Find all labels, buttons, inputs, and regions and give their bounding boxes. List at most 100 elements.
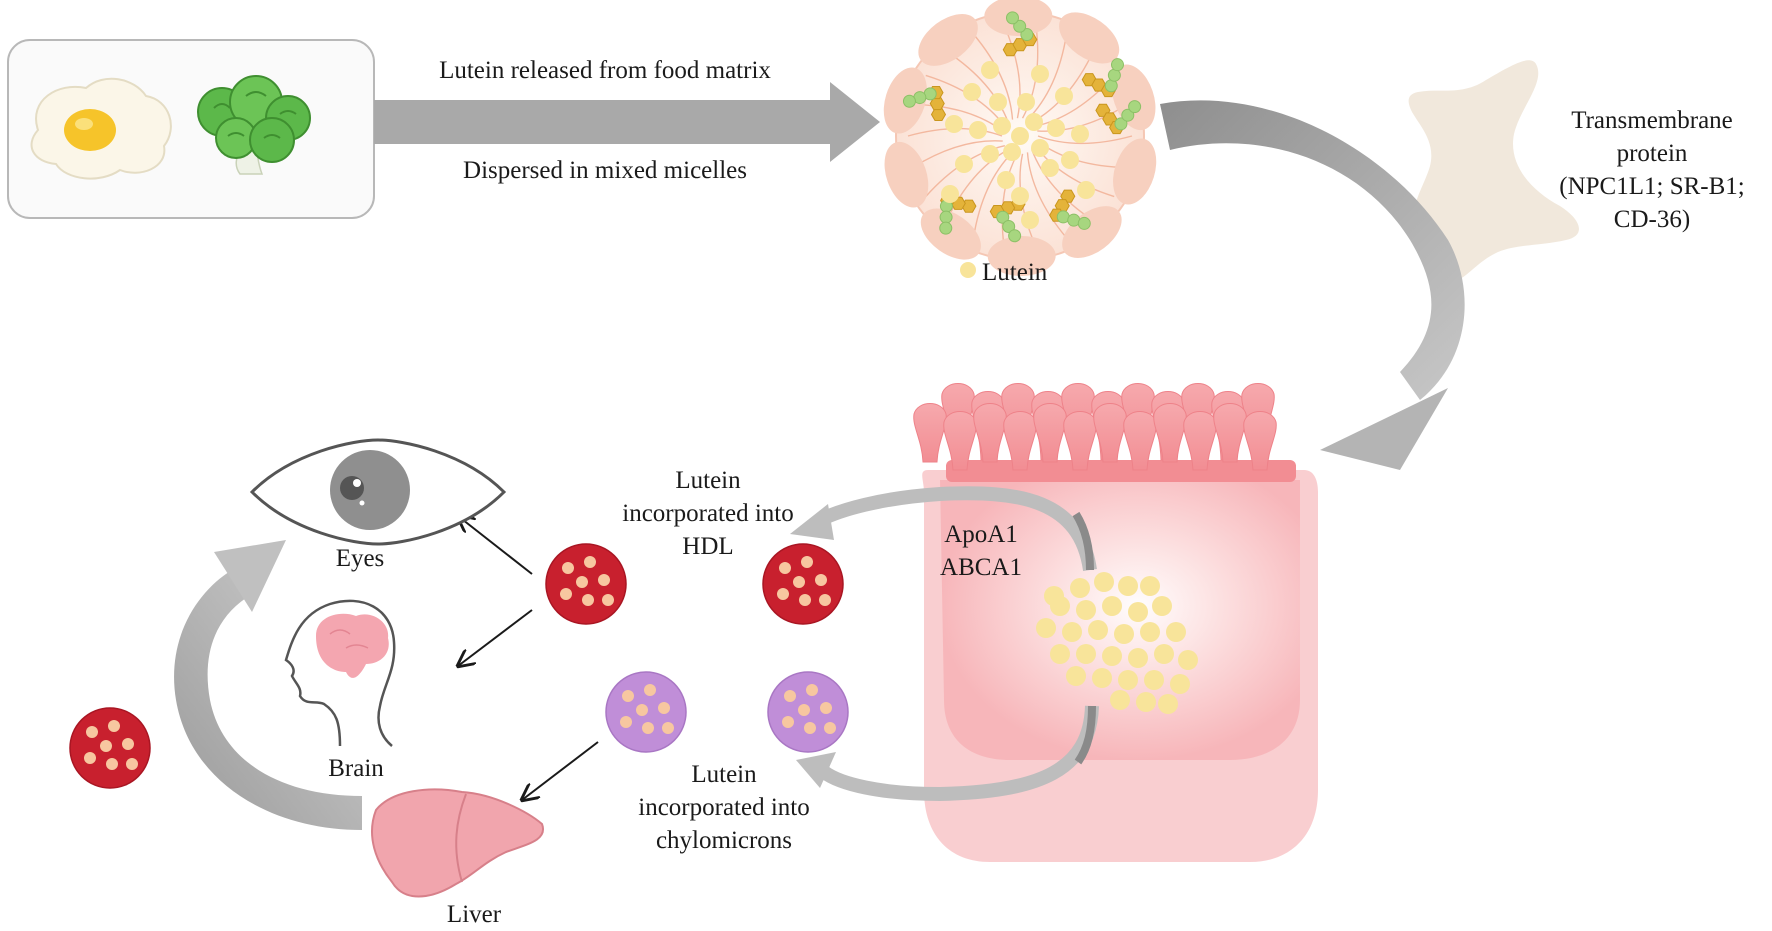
lipoprotein-lutein-dot — [584, 556, 596, 568]
cholesterol-hexagon — [930, 107, 947, 122]
microvillus — [1153, 403, 1187, 463]
micelle-lutein-dot — [1017, 93, 1035, 111]
lipoprotein-lutein-dot — [602, 594, 614, 606]
hdl-particle-cell — [762, 543, 844, 625]
transmembrane-line-3: (NPC1L1; SR-B1; — [1559, 173, 1745, 200]
micelle-lutein-dot — [945, 115, 963, 133]
fatty-acid-dot — [1005, 11, 1019, 25]
cell-lutein-dot — [1044, 586, 1064, 606]
cell-lutein-dot — [1144, 670, 1164, 690]
micelle-lutein-dot — [1021, 211, 1039, 229]
cell-lutein-dot — [1166, 622, 1186, 642]
cell-lutein-dot — [1158, 694, 1178, 714]
chylomicron-to-liver-arrow — [522, 741, 599, 800]
brain-label: Brain — [328, 755, 384, 782]
micelle-tail — [1001, 153, 1019, 247]
micelle-lutein-dot — [1047, 119, 1065, 137]
lipoprotein-lutein-dot — [642, 722, 654, 734]
micelle-lutein-dot — [1071, 125, 1089, 143]
micelle-lutein-dot — [1031, 65, 1049, 83]
circulation-arrow — [174, 540, 362, 830]
transmembrane-line-1: Transmembrane — [1571, 107, 1733, 134]
lipoprotein-lutein-dot — [806, 684, 818, 696]
lipoprotein-lutein-dot — [86, 726, 98, 738]
lipoprotein-lutein-dot — [620, 716, 632, 728]
microvillus — [973, 403, 1007, 463]
lipoprotein-lutein-dot — [793, 576, 805, 588]
microvillus — [913, 403, 947, 463]
cell-lutein-dot — [1154, 644, 1174, 664]
microvillus — [1003, 411, 1037, 471]
lipoprotein-lutein-dot — [658, 702, 670, 714]
lipoprotein-lutein-dot — [801, 556, 813, 568]
micelle-phospholipid — [918, 14, 978, 66]
apoa1-label: ApoA1 — [944, 521, 1018, 548]
cell-lutein-dot — [1076, 644, 1096, 664]
lipoprotein-lutein-dot — [598, 574, 610, 586]
fatty-acid-dot — [1020, 28, 1034, 42]
micelle-lutein-dot — [997, 171, 1015, 189]
micelle-tail — [946, 148, 1009, 221]
hdl-line-1: Lutein — [675, 467, 741, 494]
micelle-lutein-dot — [1077, 181, 1095, 199]
cell-lutein-dot — [1036, 618, 1056, 638]
micelle-lutein-dot — [981, 145, 999, 163]
eyes-label: Eyes — [335, 545, 385, 572]
lipoprotein-lutein-dot — [644, 684, 656, 696]
chylomicron-label: Lutein incorporated into chylomicrons — [614, 758, 834, 857]
fatty-acid-dot — [1121, 108, 1135, 122]
lipoprotein-lutein-dot — [819, 594, 831, 606]
micelle-lutein-dot — [955, 155, 973, 173]
cell-lutein-dot — [1128, 648, 1148, 668]
cell-lutein-dot — [1110, 690, 1130, 710]
lipoprotein-lutein-dot — [820, 702, 832, 714]
micelle-lutein-dot — [941, 185, 959, 203]
transmembrane-protein-label: Transmembrane protein (NPC1L1; SR-B1; CD… — [1534, 104, 1770, 236]
lipoprotein-lutein-dot — [779, 562, 791, 574]
cell-lutein-dot — [1092, 668, 1112, 688]
cell-lutein-dot — [1178, 650, 1198, 670]
lipoprotein-lutein-dot — [108, 720, 120, 732]
cell-lutein-dot — [1094, 572, 1114, 592]
lipoprotein-lutein-dot — [576, 576, 588, 588]
fatty-acid-dot — [996, 210, 1010, 224]
micelle-phospholipid — [987, 235, 1056, 276]
lipoprotein-lutein-dot — [126, 758, 138, 770]
micelle-phospholipid — [1113, 138, 1157, 205]
chylomicron-line-1: Lutein — [691, 761, 757, 788]
fried-egg-icon — [30, 77, 172, 180]
fatty-acid-dot — [1114, 117, 1128, 131]
lipoprotein-lutein-dot — [784, 690, 796, 702]
microvillus — [1093, 403, 1127, 463]
lipoprotein-lutein-dot — [662, 722, 674, 734]
micelle-lutein-dot — [1041, 159, 1059, 177]
transmembrane-line-4: CD-36) — [1613, 206, 1691, 233]
fatty-acid-dot — [1002, 220, 1016, 234]
release-arrow — [374, 82, 880, 162]
lipoprotein-lutein-dot — [777, 588, 789, 600]
hdl-to-brain-arrow — [458, 609, 533, 666]
micelle-lutein-dot — [963, 83, 981, 101]
fatty-acid-dot — [1110, 58, 1124, 72]
cell-lutein-dot — [1128, 602, 1148, 622]
micelle-tail — [1026, 152, 1068, 239]
fatty-acid-dot — [1077, 216, 1091, 230]
cell-lutein-dot — [1152, 596, 1172, 616]
liver-icon — [371, 788, 545, 898]
lipoprotein-lutein-dot — [100, 740, 112, 752]
cell-lutein-dot — [1114, 624, 1134, 644]
chylomicron-export-arrow — [796, 705, 1099, 802]
mixed-micelle — [883, 0, 1157, 276]
micelle-phospholipid — [1059, 12, 1120, 64]
micelle-lutein-dot — [1055, 87, 1073, 105]
micelle-lutein-dot — [1011, 127, 1029, 145]
fatty-acid-dot — [939, 221, 953, 235]
lipoprotein-lutein-dot — [782, 716, 794, 728]
hdl-particle-blood — [545, 543, 627, 625]
lipoprotein-lutein-dot — [798, 704, 810, 716]
fatty-acid-dot — [1128, 100, 1142, 114]
hdl-label: Lutein incorporated into HDL — [598, 464, 818, 563]
fatty-acid-dot — [902, 94, 916, 108]
